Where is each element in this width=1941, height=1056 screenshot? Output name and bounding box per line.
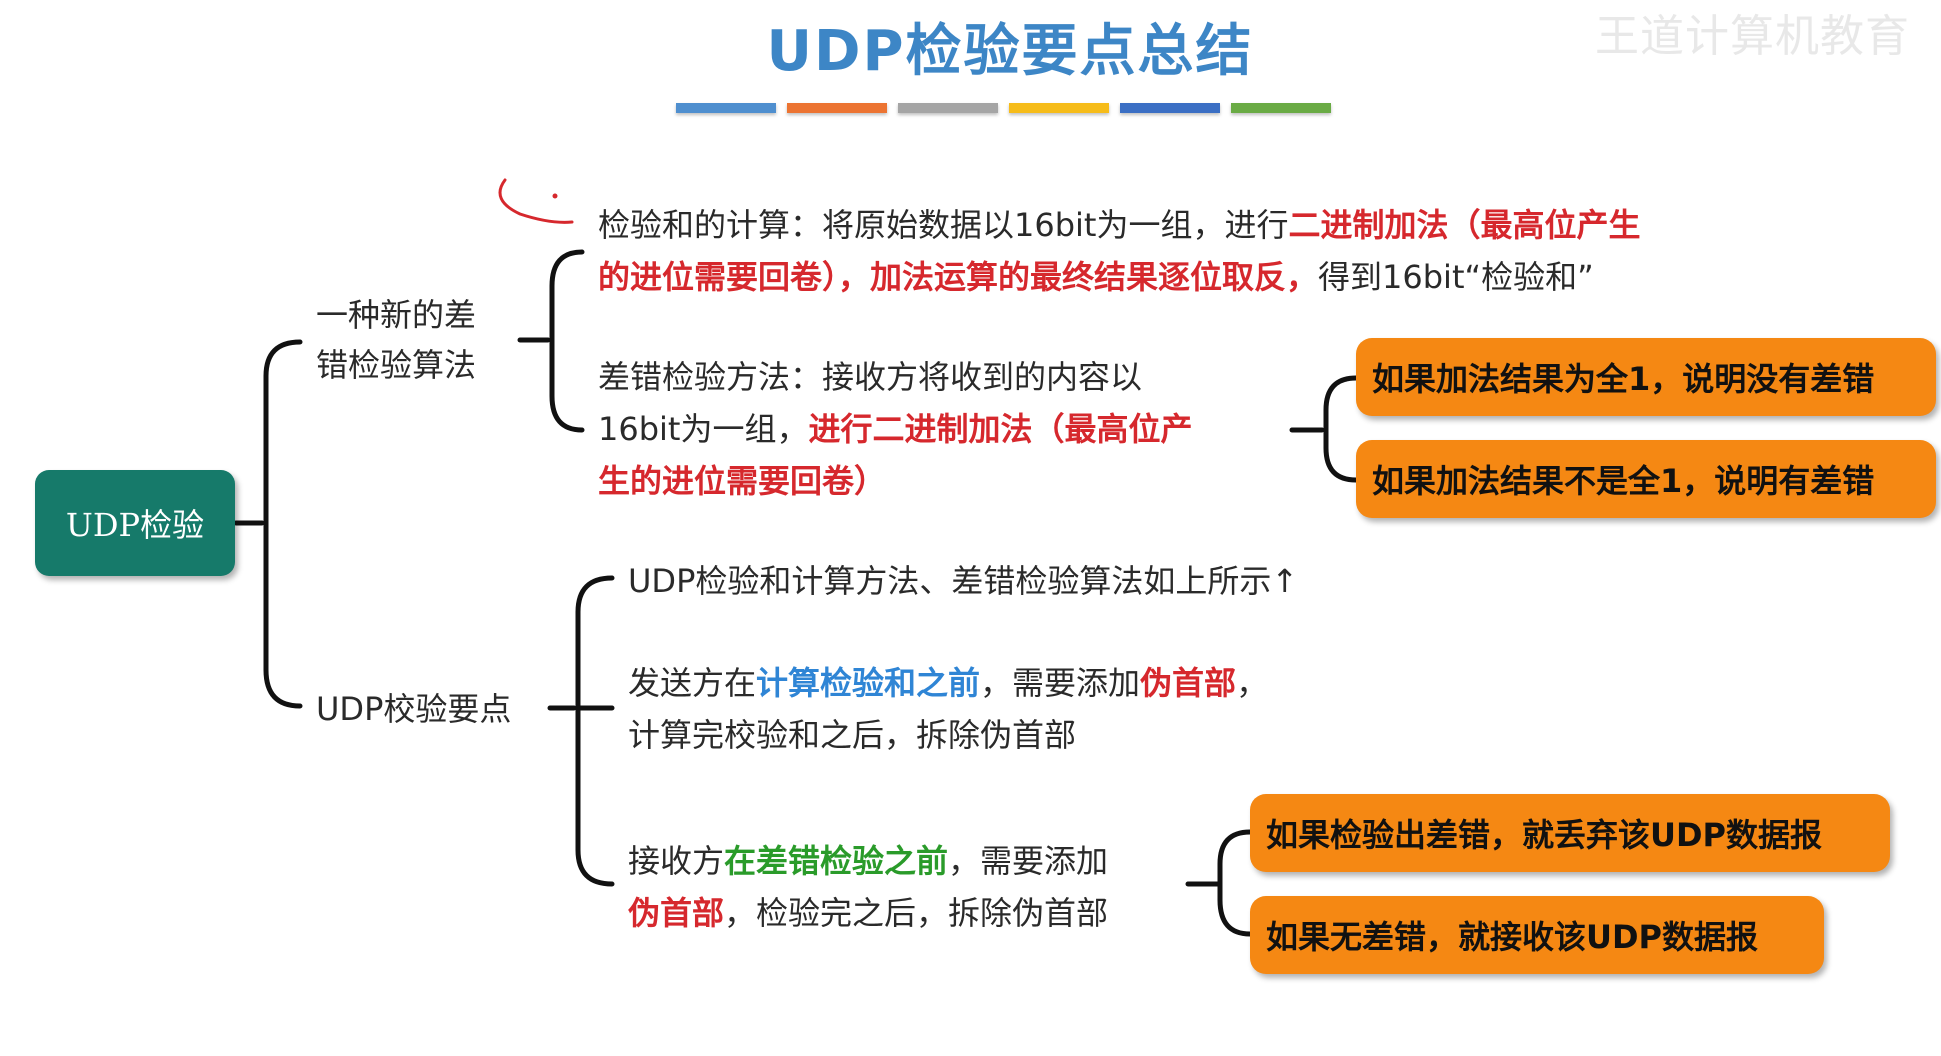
accent-bar xyxy=(676,103,776,113)
sender-pseudo-header-line2: 计算完校验和之后，拆除伪首部 xyxy=(628,716,1077,754)
accent-bar xyxy=(1231,103,1331,113)
udp-item-method: UDP检验和计算方法、差错检验算法如上所示↑ xyxy=(628,562,1299,600)
root-node[interactable]: UDP检验 xyxy=(35,470,235,576)
error-check-line2: 16bit为一组，进行二进制加法（最高位产 xyxy=(598,410,1193,448)
root-label: UDP检验 xyxy=(65,506,205,544)
outcome-has-error[interactable]: 如果加法结果不是全1，说明有差错 xyxy=(1356,440,1936,518)
checksum-calc-line2: 的进位需要回卷），加法运算的最终结果逐位取反，得到16bit“检验和” xyxy=(598,258,1594,296)
receiver-pseudo-header-line2: 伪首部，检验完之后，拆除伪首部 xyxy=(628,894,1109,932)
branch1-label-line1: 一种新的差 xyxy=(316,296,477,334)
accent-bar xyxy=(1009,103,1109,113)
accent-bar xyxy=(1120,103,1220,113)
branch1-label-line2: 错检验算法 xyxy=(316,346,477,384)
page-title: UDP检验要点总结 xyxy=(766,19,1254,84)
watermark: 王道计算机教育 xyxy=(1595,11,1910,62)
sender-pseudo-header-line1: 发送方在计算检验和之前，需要添加伪首部， xyxy=(628,664,1269,702)
receiver-pseudo-header-line1: 接收方在差错检验之前，需要添加 xyxy=(628,842,1109,880)
branch2-label: UDP校验要点 xyxy=(316,690,512,728)
outcome-discard[interactable]: 如果检验出差错，就丢弃该UDP数据报 xyxy=(1250,794,1890,872)
outcome-no-error[interactable]: 如果加法结果为全1，说明没有差错 xyxy=(1356,338,1936,416)
pen-annotation xyxy=(498,178,574,224)
accent-bar xyxy=(898,103,998,113)
error-check-line1: 差错检验方法：接收方将收到的内容以 xyxy=(598,358,1143,396)
accent-bar xyxy=(787,103,887,113)
checksum-calc-line1: 检验和的计算：将原始数据以16bit为一组，进行二进制加法（最高位产生 xyxy=(598,206,1641,244)
error-check-line3: 生的进位需要回卷） xyxy=(598,462,887,500)
outcome-accept[interactable]: 如果无差错，就接收该UDP数据报 xyxy=(1250,896,1824,974)
